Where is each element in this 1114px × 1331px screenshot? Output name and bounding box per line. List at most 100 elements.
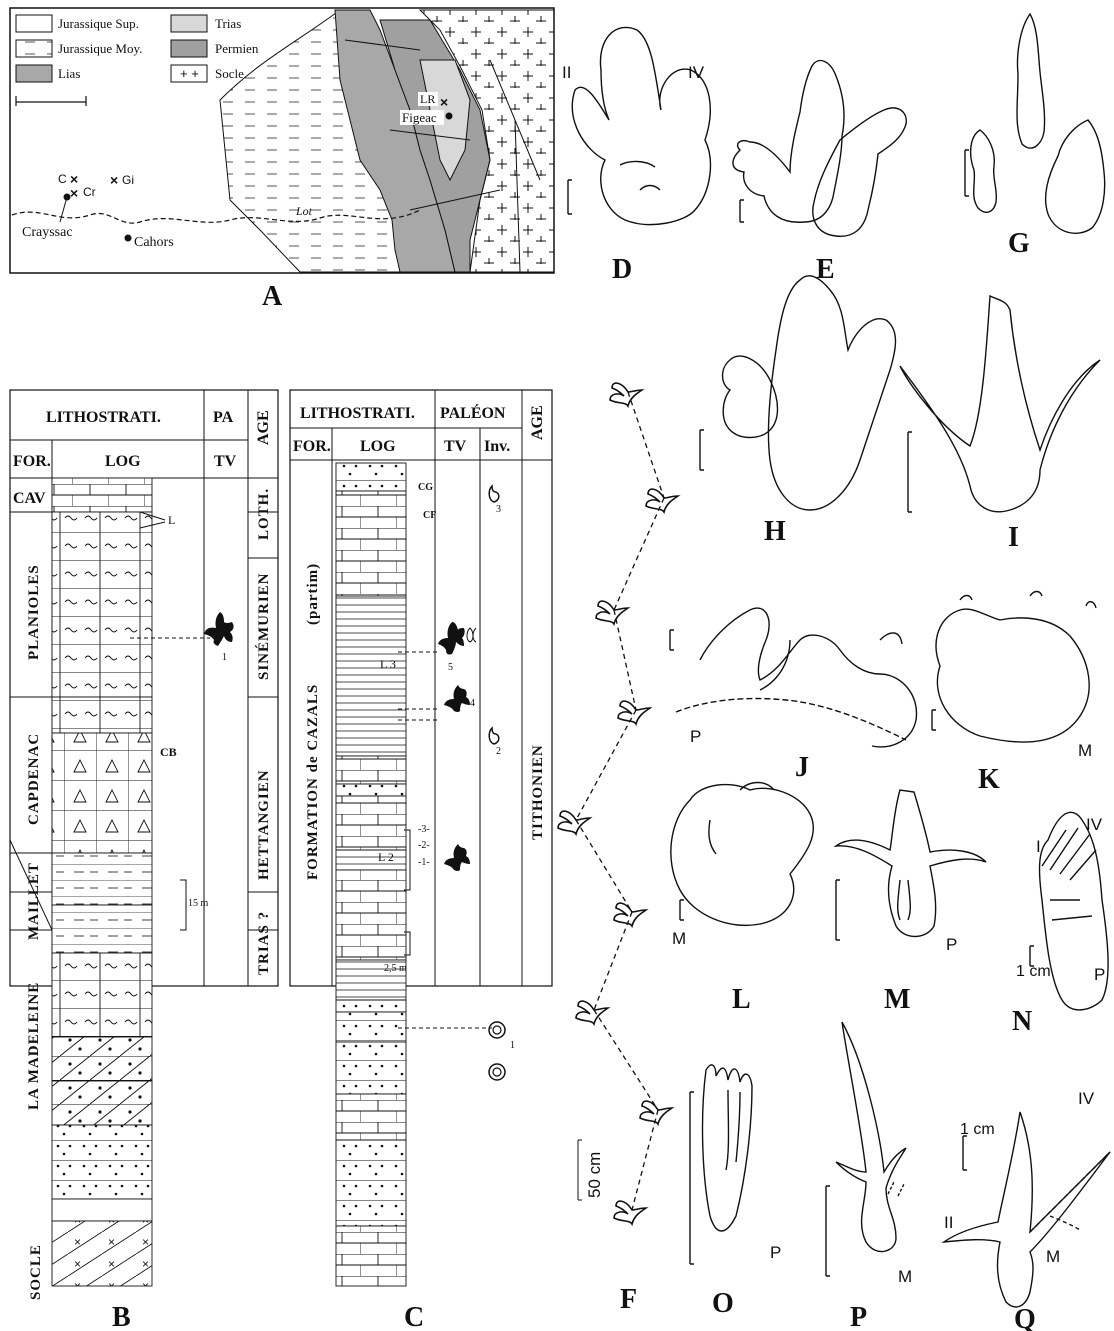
c-header-log: LOG: [360, 438, 396, 455]
panel-letter-k: K: [978, 764, 1000, 795]
footprint-k: M K: [932, 592, 1096, 796]
b-bed-conglomerate: [52, 1199, 152, 1221]
c-bed-1: -1-: [418, 857, 430, 868]
c-bed-lime-1: [336, 756, 406, 784]
locality-lr: LR: [420, 92, 435, 106]
b-bed-madeleine-oolite: [52, 1037, 152, 1081]
panel-letter-n: N: [1012, 1006, 1032, 1037]
c-inv-3: 3: [496, 504, 501, 515]
c-header-paleon: PALÉON: [440, 403, 506, 422]
footprint-d: II IV D: [562, 27, 710, 285]
trackway-line: [576, 392, 664, 1210]
q-label-m: M: [1046, 1247, 1060, 1266]
footprint-l: M L: [671, 783, 814, 1016]
panel-letter-f: F: [620, 1284, 637, 1315]
locality-gi-marker: ×: [110, 172, 118, 188]
b-formation-socle: SOCLE: [28, 1244, 44, 1300]
b-header-tv: TV: [214, 453, 237, 470]
footprints: II IV D E G H: [562, 14, 1110, 1331]
b-bed-planioles: [52, 512, 152, 697]
c-bed-lime-4: [336, 1094, 406, 1140]
locality-crayssac: Crayssac: [22, 225, 73, 240]
q-label-ii: II: [944, 1213, 953, 1232]
panel-letter-d: D: [612, 254, 632, 285]
c-bed-l3-laminites: [336, 596, 406, 756]
c-bed-cf-limestone: [336, 491, 406, 596]
locality-gi: Gi: [122, 173, 134, 187]
b-bed-maillet-marl: [52, 853, 152, 905]
b-header-log: LOG: [105, 453, 141, 470]
b-label-cb: CB: [160, 745, 177, 759]
trackway-footprint: [596, 601, 628, 624]
b-bed-socle: [52, 1221, 152, 1286]
c-label-cg: CG: [418, 482, 433, 493]
panel-c-log: LITHOSTRATI. PALÉON FOR. LOG TV Inv. AGE…: [290, 390, 552, 986]
panel-letter-q: Q: [1014, 1304, 1036, 1331]
c-bed-2: -2-: [418, 840, 430, 851]
c-bed-base: [336, 1226, 406, 1286]
m-label-p: P: [946, 935, 957, 954]
trackway-footprint: [640, 1101, 672, 1124]
panel-letter-j: J: [795, 752, 809, 783]
d-label-iv: IV: [688, 63, 705, 82]
f-scale-label: 50 cm: [585, 1152, 604, 1198]
panel-letter-p: P: [850, 1302, 867, 1331]
b-label-l: L: [168, 513, 175, 527]
c-header-tv: TV: [444, 438, 467, 455]
c-bed-sand-5: [336, 1140, 406, 1226]
o-label-p: P: [770, 1243, 781, 1262]
footprint-o: P O: [690, 1065, 781, 1319]
panel-letter-o: O: [712, 1288, 734, 1319]
b-tv-1: 1: [222, 652, 227, 663]
locality-figeac: Figeac: [402, 110, 437, 125]
legend-jur-sup: Jurassique Sup.: [58, 16, 139, 31]
locality-cr-marker: ×: [70, 185, 78, 201]
b-formation-capdenac: CAPDENAC: [26, 733, 42, 825]
c-bed-3: -3-: [418, 824, 430, 835]
panel-letter-a: A: [262, 281, 283, 312]
legend-jur-moy: Jurassique Moy.: [58, 41, 142, 56]
b-scale-15m: 15 m: [188, 898, 209, 909]
footprint-n: 1 cm I IV P N: [1012, 812, 1108, 1037]
legend-socle: Socle: [215, 66, 244, 81]
b-bed-capdenac-top: [52, 697, 152, 733]
c-bed-lime-2: [336, 796, 406, 850]
b-formation-planioles: PLANIOLES: [26, 564, 42, 660]
footprint-g: G: [965, 14, 1105, 259]
c-tv-4: 4: [470, 698, 475, 709]
panel-letter-m: M: [884, 984, 910, 1015]
panel-letter-h: H: [764, 516, 786, 547]
c-bed-lime-3: [336, 870, 406, 960]
trackway-footprint: [576, 1001, 608, 1024]
c-scale: 2,5 m: [384, 963, 407, 974]
locality-c: C: [58, 172, 67, 186]
b-bed-maillet-lower: [52, 905, 152, 953]
c-label-cf: CF: [423, 510, 436, 521]
b-bed-madeleine-sand: [52, 1125, 152, 1199]
c-tv-5: 5: [448, 662, 453, 673]
legend-permien: Permien: [215, 41, 259, 56]
footprint-i: I: [900, 296, 1100, 553]
panel-letter-g: G: [1008, 228, 1030, 259]
b-age-hettangien: HETTANGIEN: [256, 769, 272, 880]
c-bed-sand-4: [336, 1042, 406, 1094]
panel-letter-l: L: [732, 984, 751, 1015]
cahors-dot: [125, 235, 132, 242]
c-age-tithonien: TITHONIEN: [530, 744, 546, 840]
footprint-p: M P: [826, 1022, 912, 1331]
locality-cr: Cr: [83, 185, 96, 199]
b-bed-cav: [52, 478, 152, 512]
b-formation-cav: CAV: [13, 490, 46, 507]
c-bed-sand-3: [336, 1012, 406, 1042]
c-label-l2: L 2: [378, 850, 394, 864]
n-label-iv: IV: [1086, 815, 1103, 834]
c-inv-2: 2: [496, 746, 501, 757]
c-formation-cazals: FORMATION de CAZALS: [305, 684, 321, 880]
locality-lr-marker: ×: [440, 94, 448, 110]
panel-letter-b: B: [112, 1302, 131, 1331]
c-bed-cg: [336, 463, 406, 491]
b-header-for: FOR.: [13, 453, 51, 470]
c-bed-shale-2: [336, 850, 406, 870]
c-ammonite-1b: [489, 1064, 505, 1080]
